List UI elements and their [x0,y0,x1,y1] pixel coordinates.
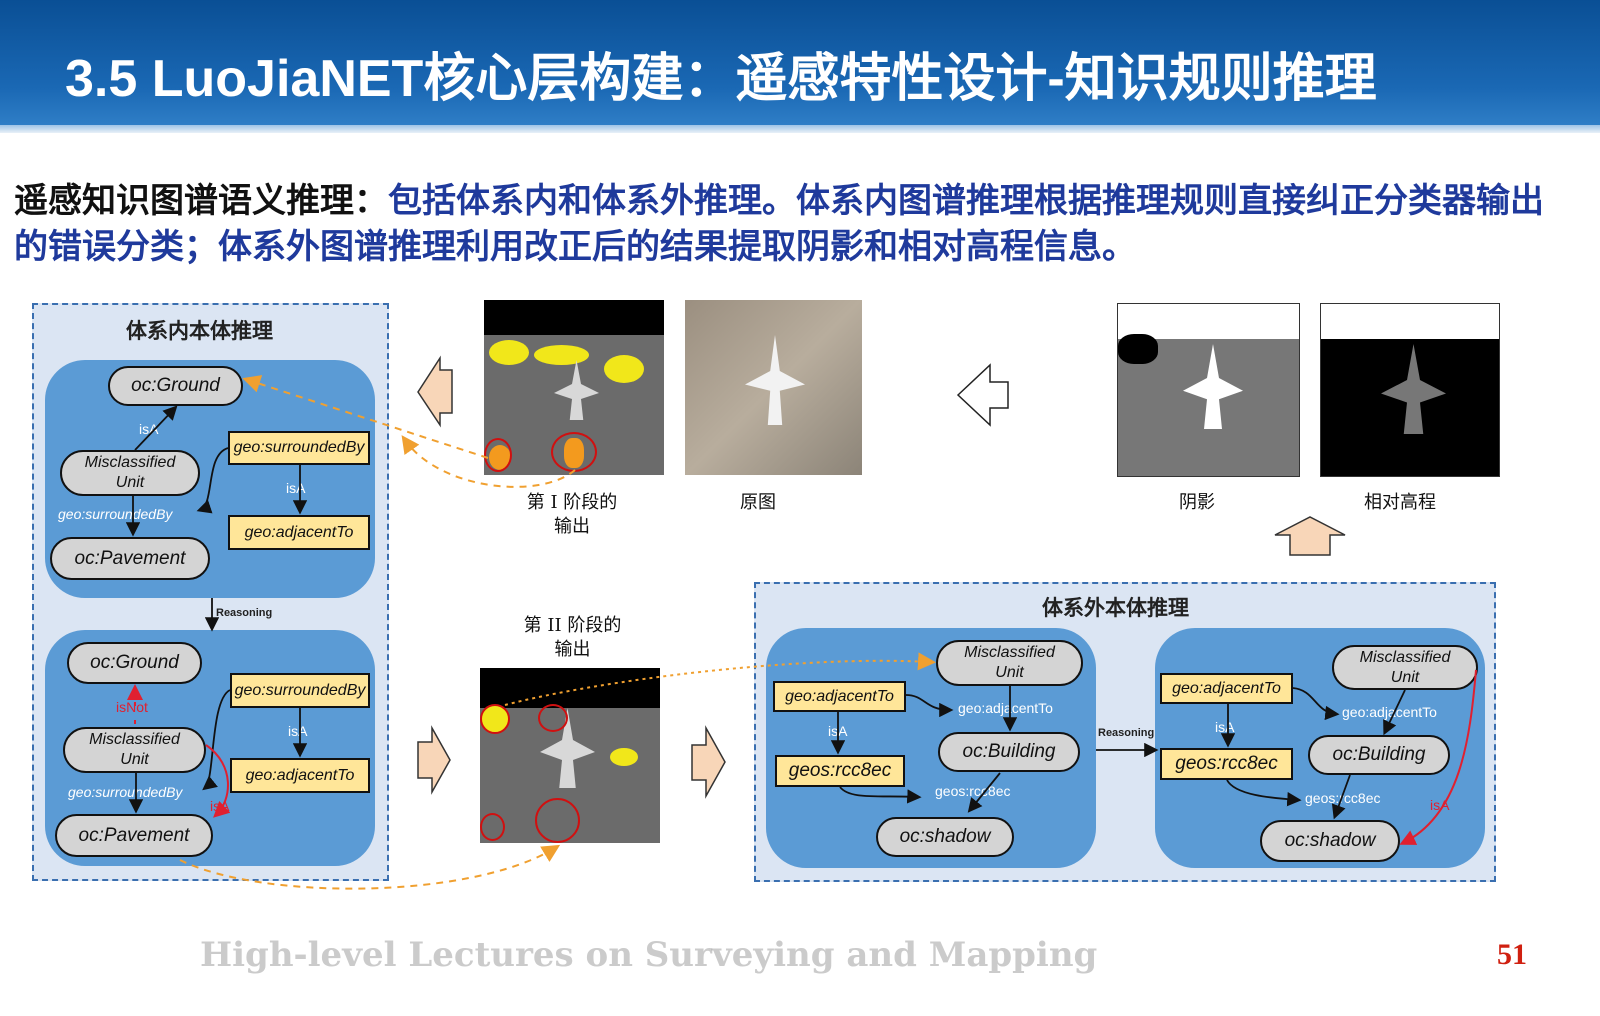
node-building: oc:Building [938,732,1080,772]
reasoning-label: Reasoning [216,607,273,619]
internal-panel-title: 体系内本体推理 [126,319,273,343]
shadow-caption: 阴影 [1179,492,1215,513]
external-panel-title: 体系外本体推理 [1042,596,1189,620]
edge-label-isa: isA [139,421,159,437]
original-caption: 原图 [740,492,776,513]
intro-colon: ： [354,181,388,221]
intro-lead: 遥感知识图谱语义推理 [14,181,354,221]
edge-label-isa-red: isA [210,798,230,814]
node-building: oc:Building [1308,735,1450,775]
relation-surroundedby: geo:surroundedBy [230,673,370,708]
stage2-output-image [480,668,660,843]
page-number: 51 [1497,938,1527,971]
edge-label-isa: isA [286,480,306,496]
relation-rcc8ec: geos:rcc8ec [1160,748,1293,780]
edge-label-isa: isA [1215,719,1235,735]
original-image [685,300,862,475]
header-divider [0,125,1600,133]
reasoning-label: Reasoning [1098,727,1155,739]
node-ground: oc:Ground [108,366,243,406]
edge-label-rcc8ec: geos:rcc8ec [1305,790,1381,806]
relative-height-image [1320,303,1500,477]
relation-rcc8ec: geos:rcc8ec [775,755,905,787]
relation-adjacentto: geo:adjacentTo [773,681,906,712]
intro-text: 包括体系内和体系外推理。体系内图谱推理根据推理规则直接纠正分类器输出的错误分类；… [14,181,1544,267]
edge-label-isnot: isNot [116,699,148,715]
watermark-text: High-level Lectures on Surveying and Map… [200,935,1098,975]
edge-label-surroundedby: geo:surroundedBy [68,784,183,800]
node-misclassified-unit: Misclassified Unit [936,640,1083,686]
edge-label-adjacentto: geo:adjacentTo [1342,704,1437,720]
node-shadow: oc:shadow [876,817,1014,857]
relation-adjacentto: geo:adjacentTo [1160,673,1293,704]
slide-title: 3.5 LuoJiaNET核心层构建：遥感特性设计-知识规则推理 [65,50,1377,108]
node-misclassified-unit: Misclassified Unit [1332,645,1478,690]
intro-paragraph: 遥感知识图谱语义推理：包括体系内和体系外推理。体系内图谱推理根据推理规则直接纠正… [14,178,1574,270]
relative-height-caption: 相对高程 [1364,492,1436,513]
slide-header [0,0,1600,125]
edge-label-isa: isA [288,723,308,739]
edge-label-isa: isA [828,723,848,739]
node-misclassified-unit: Misclassified Unit [60,450,200,496]
edge-label-adjacentto: geo:adjacentTo [958,700,1053,716]
edge-label-isa-red: isA [1430,797,1450,813]
node-misclassified-unit: Misclassified Unit [63,727,206,773]
relation-adjacentto: geo:adjacentTo [230,758,370,793]
node-ground: oc:Ground [67,642,202,684]
edge-label-surroundedby: geo:surroundedBy [58,506,173,522]
node-pavement: oc:Pavement [55,814,213,857]
stage1-output-image [484,300,664,475]
relation-adjacentto: geo:adjacentTo [228,515,370,550]
stage1-caption: 第 I 阶段的 输出 [526,492,618,537]
stage2-caption: 第 II 阶段的 输出 [523,615,622,660]
node-pavement: oc:Pavement [50,537,210,580]
node-shadow: oc:shadow [1260,820,1400,862]
shadow-image [1117,303,1300,477]
edge-label-rcc8ec: geos:rcc8ec [935,783,1011,799]
relation-surroundedby: geo:surroundedBy [228,431,370,465]
